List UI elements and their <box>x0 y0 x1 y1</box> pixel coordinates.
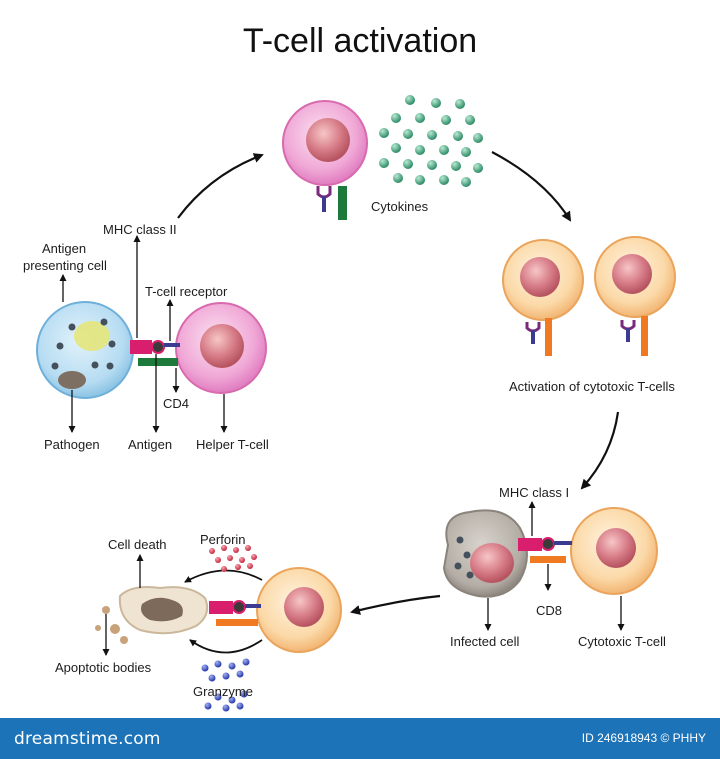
footer-brand: dreamstime.com <box>14 729 161 749</box>
granzyme-curve-arrow <box>189 639 263 654</box>
antigen-presenting-cell <box>36 301 134 399</box>
cytokine-dot <box>403 159 413 169</box>
granzyme-dot <box>208 674 216 682</box>
perforin-dot <box>239 557 245 563</box>
activated-helper-t-cell <box>282 100 368 220</box>
granzyme-dot <box>214 660 222 668</box>
cytokine-dot <box>403 129 413 139</box>
cycle-arrow-to-killing <box>350 594 441 615</box>
granzyme-dot <box>201 664 209 672</box>
cytokine-dot <box>451 161 461 171</box>
cytokine-dot <box>427 160 437 170</box>
perforin-dot <box>221 545 227 551</box>
perforin-particles <box>209 545 257 572</box>
cytokine-dot <box>465 115 475 125</box>
label-antigen: Antigen <box>128 437 173 452</box>
label-perforin: Perforin <box>200 532 246 547</box>
label-mhc-class-ii: MHC class II <box>103 222 177 237</box>
cytokine-dot <box>415 113 425 123</box>
cytokine-dot <box>461 147 471 157</box>
granzyme-dot <box>228 696 236 704</box>
label-cd8: CD8 <box>536 603 563 618</box>
cytotoxic-t-cell <box>570 507 658 595</box>
perforin-dot <box>245 545 251 551</box>
granzyme-dot <box>240 690 248 698</box>
label-infected-cell: Infected cell <box>450 634 520 649</box>
label-antigen-line2: presenting cell <box>23 258 107 273</box>
perforin-dot <box>233 547 239 553</box>
killing-cytotoxic-t-cell <box>256 567 342 653</box>
granzyme-dot <box>222 672 230 680</box>
cytokine-dot <box>431 98 441 108</box>
perforin-dot <box>235 564 241 570</box>
label-cell-death: Cell death <box>108 537 167 552</box>
killing-synapse <box>209 600 261 626</box>
granzyme-dot <box>236 670 244 678</box>
label-cytokines: Cytokines <box>371 199 429 214</box>
perforin-dot <box>247 563 253 569</box>
label-activation-cytotoxic: Activation of cytotoxic T-cells <box>509 379 675 394</box>
cytokine-dot <box>391 113 401 123</box>
granzyme-dot <box>236 702 244 710</box>
label-t-cell-receptor: T-cell receptor <box>145 284 228 299</box>
cytokine-dot <box>453 131 463 141</box>
granzyme-dot <box>242 658 250 666</box>
label-apoptotic-bodies: Apoptotic bodies <box>55 660 152 675</box>
cytokine-dot <box>405 95 415 105</box>
granzyme-dot <box>214 693 222 701</box>
footer-credit: ID 246918943 © PHHY <box>581 731 706 745</box>
label-mhc-class-i: MHC class I <box>499 485 570 500</box>
dying-cell <box>95 586 209 644</box>
perforin-dot <box>215 557 221 563</box>
perforin-dot <box>251 554 257 560</box>
cytokine-dot <box>415 175 425 185</box>
diagram-title: T-cell activation <box>242 22 478 60</box>
cytokine-particles <box>379 95 483 187</box>
perforin-dot <box>221 566 227 572</box>
perforin-dot <box>209 548 215 554</box>
perforin-dot <box>227 555 233 561</box>
label-cd4: CD4 <box>163 396 190 411</box>
infected-cell <box>442 509 528 598</box>
activated-cytotoxic-cell-2 <box>594 236 676 356</box>
perforin-curve-arrow <box>184 569 263 583</box>
label-pathogen: Pathogen <box>44 437 100 452</box>
granzyme-dot <box>222 704 230 712</box>
label-granzyme: Granzyme <box>193 684 253 699</box>
cytokine-dot <box>415 145 425 155</box>
infected-cytotoxic-synapse <box>518 537 572 563</box>
granzyme-dot <box>204 702 212 710</box>
label-antigen-line1: Antigen <box>42 241 87 256</box>
cytokine-dot <box>461 177 471 187</box>
cytokine-dot <box>439 175 449 185</box>
cytokine-dot <box>473 133 483 143</box>
watermark-footer: dreamstime.com ID 246918943 © PHHY <box>0 718 720 759</box>
cycle-arrow-to-helper <box>177 153 264 219</box>
activated-cytotoxic-cell-1 <box>502 239 584 356</box>
label-cytotoxic-t-cell: Cytotoxic T-cell <box>578 634 666 649</box>
label-helper-t-cell: Helper T-cell <box>196 437 269 452</box>
cytokine-dot <box>393 173 403 183</box>
cytokine-dot <box>473 163 483 173</box>
diagram-artwork <box>36 95 676 712</box>
cytokine-dot <box>379 158 389 168</box>
cytokine-dot <box>427 130 437 140</box>
cytokine-dot <box>391 143 401 153</box>
cytokine-dot <box>455 99 465 109</box>
granzyme-dot <box>228 662 236 670</box>
helper-t-cell <box>175 302 267 394</box>
granzyme-particles <box>201 658 250 712</box>
cytokine-dot <box>379 128 389 138</box>
cycle-arrow-to-infected <box>580 411 620 490</box>
cytokine-dot <box>441 115 451 125</box>
cytokine-dot <box>439 145 449 155</box>
apc-helper-synapse <box>130 340 180 366</box>
cycle-arrow-to-cytotoxic <box>491 151 572 222</box>
